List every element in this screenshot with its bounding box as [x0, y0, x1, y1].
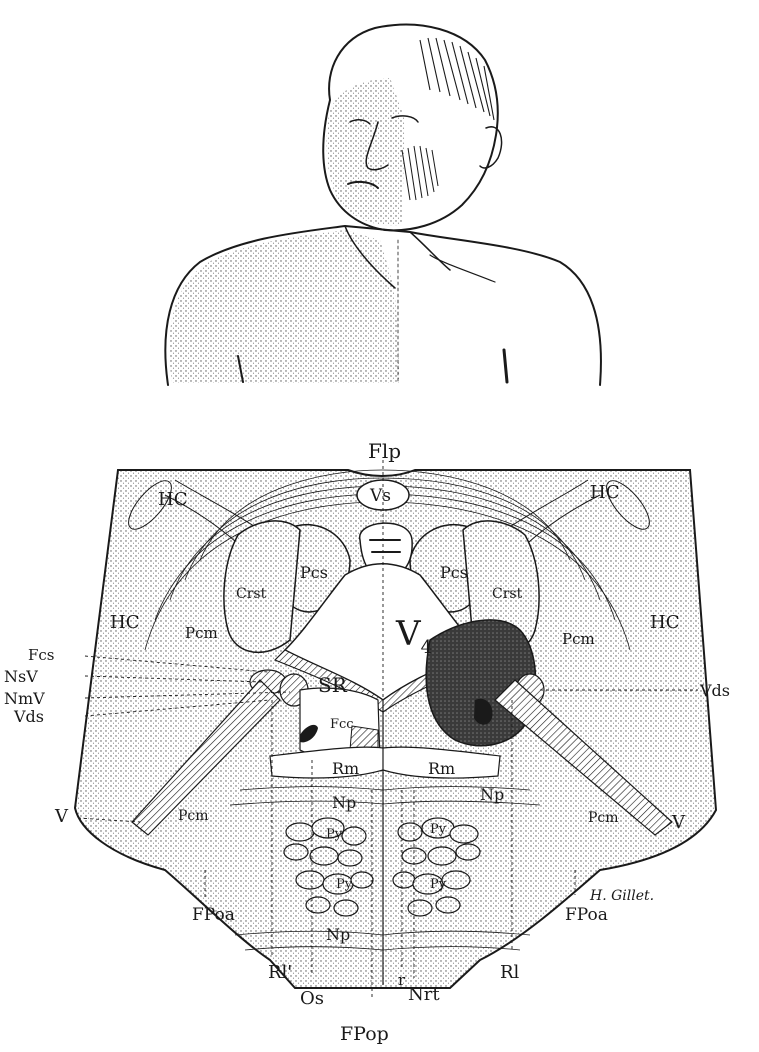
- label-v-left: V: [54, 806, 69, 827]
- label-pcs-right: Pcs: [440, 563, 468, 582]
- label-os: Os: [300, 988, 324, 1009]
- label-rl: Rl: [500, 962, 520, 983]
- hair-hatching: [420, 38, 494, 120]
- label-fpoa-left: FPoa: [192, 905, 235, 925]
- label-pcm-left: Pcm: [185, 624, 218, 642]
- label-crst-right: Crst: [492, 586, 523, 602]
- label-np-1: Np: [332, 793, 356, 812]
- cheek-hatching: [402, 146, 438, 200]
- label-rl-prime: Rl': [268, 962, 292, 983]
- label-py-3: Py: [336, 877, 353, 892]
- label-rm-right: Rm: [428, 759, 455, 778]
- label-hc-mr: HC: [650, 612, 679, 633]
- artist-signature: H. Gillet.: [589, 888, 654, 904]
- label-nrt: Nrt: [408, 984, 440, 1005]
- label-py-1: Py: [326, 827, 343, 842]
- label-fpoa-right: FPoa: [565, 905, 608, 925]
- label-nmv: NmV: [4, 689, 45, 708]
- label-rm-left: Rm: [332, 759, 359, 778]
- label-py-2: Py: [430, 822, 447, 837]
- label-crst-left: Crst: [236, 586, 267, 602]
- ear: [480, 127, 502, 168]
- label-vds-right: Vds: [699, 681, 730, 700]
- label-fcc: Fcc: [330, 717, 354, 732]
- label-flp: Flp: [368, 439, 401, 463]
- label-hc-tr: HC: [590, 482, 619, 503]
- label-sr: SR: [318, 673, 348, 697]
- label-pcs-left: Pcs: [300, 563, 328, 582]
- label-pcm-right: Pcm: [562, 630, 595, 648]
- label-vs: Vs: [369, 486, 391, 506]
- label-pcm-lower-left: Pcm: [178, 808, 209, 824]
- patient-figure: [165, 25, 601, 385]
- brainstem-section: [75, 460, 716, 1000]
- label-vds-left: Vds: [13, 707, 44, 726]
- label-nsv: NsV: [4, 667, 38, 686]
- label-fpop: FPop: [340, 1023, 389, 1045]
- label-pcm-lower-right: Pcm: [588, 810, 619, 826]
- label-v-right: V: [671, 812, 686, 833]
- label-np-3: Np: [326, 925, 350, 944]
- torso-anesthesia-area: [170, 230, 400, 383]
- label-hc-ml: HC: [110, 612, 139, 633]
- right-nipple: [504, 350, 507, 382]
- label-fcs: Fcs: [28, 646, 55, 664]
- label-hc-tl: HC: [158, 489, 187, 510]
- label-r: r: [398, 971, 406, 989]
- label-np-2: Np: [480, 785, 504, 804]
- label-py-4: Py: [430, 877, 447, 892]
